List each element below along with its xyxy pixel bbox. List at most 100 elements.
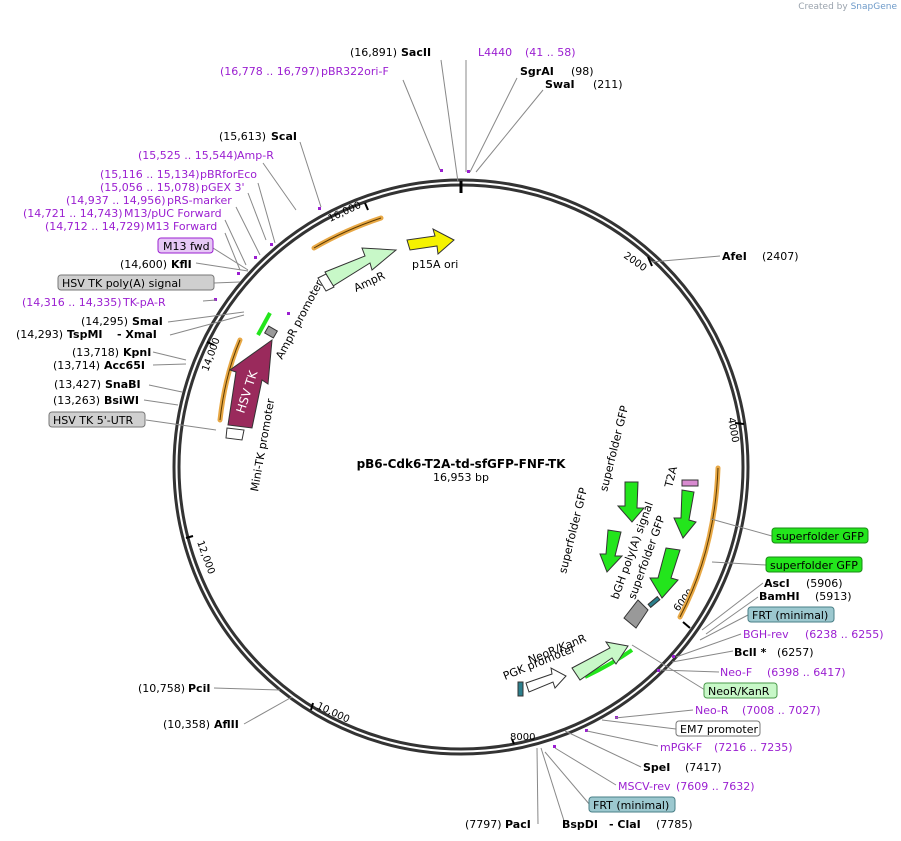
asci-name: AscI bbox=[764, 577, 790, 590]
swai-pos: (211) bbox=[593, 78, 623, 91]
mini-tk-promoter-arrow bbox=[225, 427, 245, 441]
snapgene-credit: Created by SnapGene bbox=[798, 2, 897, 12]
bamhi-name: BamHI bbox=[759, 590, 800, 603]
prs-marker-name: pRS-marker bbox=[167, 194, 232, 207]
bspdi-pos: (7785) bbox=[656, 818, 693, 831]
paci-name: PacI bbox=[505, 818, 531, 831]
pbrforeco-name: pBRforEco bbox=[200, 168, 257, 181]
hsv-utr-box bbox=[48, 411, 146, 428]
acc65i-pos: (13,714) bbox=[53, 359, 100, 372]
tick-label-8000: 8000 bbox=[510, 732, 535, 743]
neor-kanr-arrow bbox=[571, 641, 629, 681]
clai-name: - ClaI bbox=[609, 818, 641, 831]
swai-name: SwaI bbox=[545, 78, 575, 91]
hsv-polya-label: HSV TK poly(A) signal bbox=[62, 277, 181, 290]
frt-box-2-label: FRT (minimal) bbox=[593, 799, 669, 812]
ampr-label: AmpR bbox=[352, 269, 388, 295]
pbrforeco-pos: (15,116 .. 15,134) bbox=[100, 168, 200, 181]
neo-r-pos: (7008 .. 7027) bbox=[742, 704, 821, 717]
afei-pos: (2407) bbox=[762, 250, 799, 263]
frt-box-2 bbox=[588, 796, 676, 813]
sfgfp-box-1-label: superfolder GFP bbox=[776, 530, 864, 543]
xmai-name: - XmaI bbox=[117, 328, 157, 341]
sfgfp-arrow-b bbox=[599, 529, 624, 573]
m13puc-pos: (14,721 .. 14,743) bbox=[23, 207, 123, 220]
mscv-rev-pos: (7609 .. 7632) bbox=[676, 780, 755, 793]
pbr322-pos: (16,778 .. 16,797) bbox=[220, 65, 320, 78]
ampr-promoter-label: AmpR promoter bbox=[273, 278, 326, 362]
ampr-promoter-arrow bbox=[317, 273, 335, 292]
sfgfp-arrow-c bbox=[673, 489, 697, 539]
paci-pos: (7797) bbox=[465, 818, 502, 831]
green-arrow-bottom bbox=[584, 648, 634, 679]
em7-label: EM7 promoter bbox=[680, 723, 758, 736]
neor-kanr-box bbox=[703, 682, 778, 699]
sgrai-name: SgrAI bbox=[520, 65, 554, 78]
bcli-name: BclI * bbox=[734, 646, 767, 659]
sgrai-pos: (98) bbox=[571, 65, 594, 78]
prs-marker-pos: (14,937 .. 14,956) bbox=[66, 194, 166, 207]
ampr-primer-pos: (15,525 .. 15,544) bbox=[138, 149, 238, 162]
sfgfp-label-b: superfolder GFP bbox=[556, 486, 590, 575]
plasmid-length: 16,953 bp bbox=[433, 471, 489, 484]
tick-label-10000: 10,000 bbox=[315, 701, 351, 726]
sfgfp-box-1 bbox=[771, 527, 869, 544]
bamhi-pos: (5913) bbox=[815, 590, 852, 603]
t2a-box bbox=[681, 479, 699, 487]
frt-marker-a bbox=[647, 595, 661, 609]
p15a-ori-label: p15A ori bbox=[412, 258, 458, 271]
pgk-promoter-label: PGK promoter bbox=[501, 642, 578, 683]
plasmid-title: pB6-Cdk6-T2A-td-sfGFP-FNF-TK bbox=[357, 457, 567, 471]
neor-kanr-box-label: NeoR/KanR bbox=[708, 685, 770, 698]
bgh-rev-name: BGH-rev bbox=[743, 628, 789, 641]
bspdi-name: BspDI bbox=[562, 818, 598, 831]
bgh-polya-box bbox=[623, 599, 649, 629]
scai-pos: (15,613) bbox=[219, 130, 266, 143]
kpni-name: KpnI bbox=[123, 346, 151, 359]
sfgfp-arrow-a bbox=[616, 481, 646, 523]
neo-f-pos: (6398 .. 6417) bbox=[767, 666, 846, 679]
bsiwi-pos: (13,263) bbox=[53, 394, 100, 407]
spei-pos: (7417) bbox=[685, 761, 722, 774]
bcli-pos: (6257) bbox=[777, 646, 814, 659]
p15a-ori-arrow bbox=[406, 228, 455, 255]
sfgfp-box-2 bbox=[765, 556, 863, 573]
mpgk-f-name: mPGK-F bbox=[660, 741, 702, 754]
sacii-name: SacII bbox=[401, 46, 431, 59]
em7-box bbox=[675, 720, 761, 737]
ampr-primer-name: Amp-R bbox=[237, 149, 274, 162]
sfgfp-arrow-d bbox=[649, 547, 681, 599]
pgk-promoter-arrow bbox=[525, 667, 567, 693]
tkpa-r-name: TK-pA-R bbox=[122, 296, 166, 309]
bgh-rev-pos: (6238 .. 6255) bbox=[805, 628, 884, 641]
neo-f-name: Neo-F bbox=[720, 666, 752, 679]
hsv-polya-box bbox=[57, 274, 215, 291]
m13puc-name: M13/pUC Forward bbox=[124, 207, 222, 220]
sfgfp-box-2-label: superfolder GFP bbox=[770, 559, 858, 572]
smai-pos: (14,295) bbox=[81, 315, 128, 328]
tkpa-r-pos: (14,316 .. 14,335) bbox=[22, 296, 122, 309]
mpgk-f-pos: (7216 .. 7235) bbox=[714, 741, 793, 754]
pgex3-pos: (15,056 .. 15,078) bbox=[100, 181, 200, 194]
green-arrow-left bbox=[256, 312, 272, 336]
aflii-pos: (10,358) bbox=[163, 718, 210, 731]
tspmi-name: TspMI bbox=[67, 328, 103, 341]
backbone-outer-ring bbox=[172, 178, 750, 756]
small-gray-box bbox=[263, 325, 279, 339]
acc65i-name: Acc65I bbox=[104, 359, 145, 372]
aflii-name: AflII bbox=[214, 718, 239, 731]
m13fwd-box bbox=[157, 237, 214, 254]
m13fwd-primer-name: M13 Forward bbox=[146, 220, 217, 233]
m13fwd-primer-pos: (14,712 .. 14,729) bbox=[45, 220, 145, 233]
neo-r-name: Neo-R bbox=[695, 704, 729, 717]
l4440-name: L4440 bbox=[478, 46, 512, 59]
pcii-name: PciI bbox=[188, 682, 210, 695]
m13fwd-label: M13 fwd bbox=[163, 240, 210, 253]
frt-marker-b bbox=[517, 681, 524, 697]
pcii-pos: (10,758) bbox=[138, 682, 185, 695]
afei-name: AfeI bbox=[722, 250, 747, 263]
smai-name: SmaI bbox=[132, 315, 163, 328]
bsiwi-name: BsiWI bbox=[104, 394, 139, 407]
hsv-tk-arrow bbox=[227, 338, 273, 429]
